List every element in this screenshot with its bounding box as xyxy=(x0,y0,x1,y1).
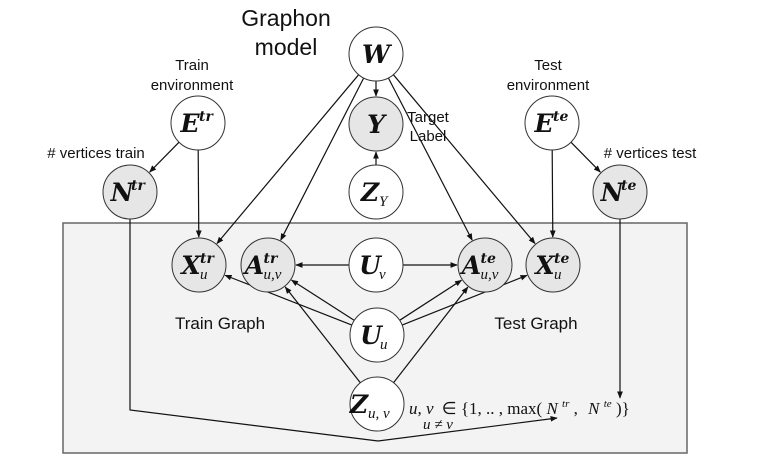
node-subscript: u xyxy=(200,267,208,283)
node-ntr: Ntr xyxy=(102,164,158,220)
edge-uu-to-atr xyxy=(290,279,355,321)
node-y: Y xyxy=(348,96,404,152)
edge-etr-to-ntr xyxy=(149,141,180,173)
index-n-test: N xyxy=(587,399,601,418)
index-n-train: N xyxy=(545,399,559,418)
node-w: W xyxy=(348,26,404,82)
train-graph-label: Train Graph xyxy=(175,314,265,333)
node-superscript: tr xyxy=(131,178,146,194)
edge-w-to-xtr xyxy=(216,74,360,245)
edge-ete-to-xte xyxy=(549,149,556,238)
edge-uu-to-ate xyxy=(399,279,463,321)
node-label: Y xyxy=(367,110,387,139)
node-superscript: te xyxy=(481,251,496,267)
node-circle xyxy=(348,164,404,220)
node-superscript: te xyxy=(553,109,568,125)
node-nte: Nte xyxy=(592,164,648,220)
train-environment-label-line2: environment xyxy=(151,77,234,94)
node-label: U xyxy=(360,321,384,350)
edge-etr-to-xtr xyxy=(195,149,202,238)
node-label: X xyxy=(179,251,202,280)
node-superscript: te xyxy=(554,251,569,267)
node-uv: Uv xyxy=(348,237,404,293)
node-label: Z xyxy=(360,178,380,207)
node-circle xyxy=(102,164,158,220)
node-label: X xyxy=(533,251,556,280)
edge-zuv-to-ate xyxy=(393,286,469,384)
node-subscript: u xyxy=(380,337,388,353)
node-subscript: u xyxy=(554,267,562,283)
index-member: ∈ {1, .. , max( xyxy=(442,399,543,418)
node-label: W xyxy=(362,40,393,69)
node-circle xyxy=(592,164,648,220)
node-uu: Uu xyxy=(349,307,405,363)
node-circle xyxy=(170,95,226,151)
node-label: N xyxy=(110,178,135,207)
n-train-to-index-edge xyxy=(129,219,558,442)
node-circle xyxy=(348,26,404,82)
node-circle xyxy=(349,307,405,363)
node-superscript: tr xyxy=(264,251,279,267)
node-circle xyxy=(525,237,581,293)
node-circle xyxy=(348,96,404,152)
node-subscript: Y xyxy=(379,194,389,210)
index-close: )} xyxy=(616,399,630,418)
node-superscript: te xyxy=(621,178,636,194)
node-label: E xyxy=(179,109,200,138)
node-label: A xyxy=(460,251,481,280)
graphon-model-title: Graphon xyxy=(241,5,331,31)
plate-index-expression: u, v ∈ {1, .. , max( N tr , N te )} xyxy=(409,392,630,418)
node-subscript: u,v xyxy=(264,267,282,283)
index-comma: , xyxy=(574,399,578,418)
node-circle xyxy=(457,237,513,293)
node-subscript: u,v xyxy=(481,267,499,283)
index-vars: u, v xyxy=(409,399,434,418)
index-constraint: u ≠ v xyxy=(423,417,453,433)
target-label: Target xyxy=(407,109,450,126)
node-label: N xyxy=(600,178,625,207)
node-circle xyxy=(240,237,296,293)
node-superscript: tr xyxy=(199,109,214,125)
edge-w-to-ate xyxy=(387,77,473,241)
edge-w-to-xte xyxy=(392,74,536,245)
node-subscript: u, v xyxy=(368,406,390,422)
edge-ete-to-nte xyxy=(570,141,601,173)
edge-uu-to-xtr xyxy=(224,274,353,326)
edge-w-to-atr xyxy=(280,77,365,241)
test-environment-label-line2: environment xyxy=(507,77,590,94)
target-label-line2: Label xyxy=(410,128,447,145)
node-label: A xyxy=(243,251,264,280)
train-environment-label: Train xyxy=(175,57,209,74)
edge-uu-to-xte xyxy=(401,274,528,326)
index-n-test-sup: te xyxy=(604,398,612,410)
edge-zuv-to-atr xyxy=(284,286,361,384)
node-circle xyxy=(524,95,580,151)
node-subscript: v xyxy=(379,267,386,283)
test-graph-label: Test Graph xyxy=(494,314,577,333)
node-circle xyxy=(348,237,404,293)
node-label: E xyxy=(533,109,554,138)
node-circle xyxy=(171,237,227,293)
node-superscript: tr xyxy=(200,251,215,267)
node-label: U xyxy=(359,251,383,280)
graphon-model-title-line2: model xyxy=(255,34,318,60)
index-n-train-sup: tr xyxy=(562,398,570,410)
node-circle xyxy=(349,376,405,432)
test-environment-label: Test xyxy=(534,57,562,74)
vertices-test-label: # vertices test xyxy=(604,145,697,162)
vertices-train-label: # vertices train xyxy=(47,145,145,162)
node-label: Z xyxy=(349,390,369,419)
